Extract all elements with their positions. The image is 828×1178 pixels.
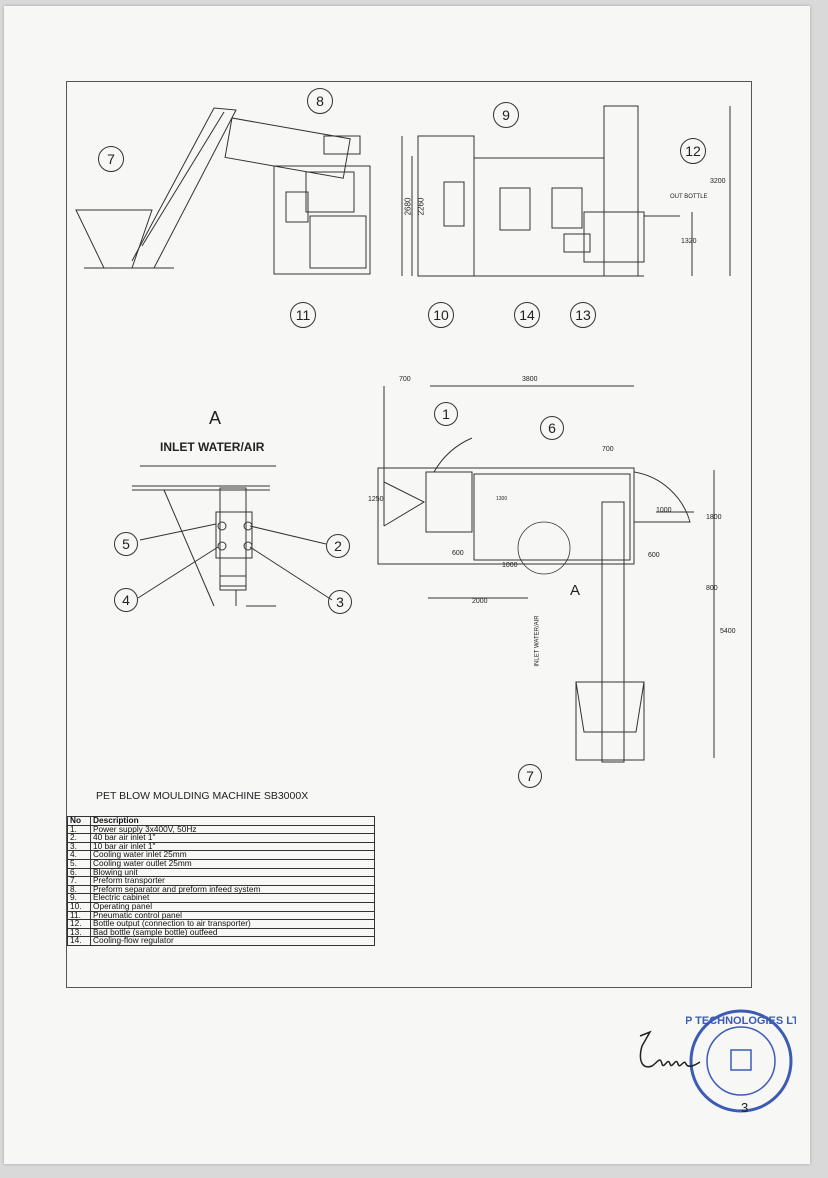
page-number: 3	[741, 1100, 749, 1115]
legend-desc: Preform separator and preform infeed sys…	[90, 884, 375, 895]
stamp-text: ZIP TECHNOLOGIES LTD	[686, 1015, 796, 1027]
dim-3800: 3800	[522, 376, 538, 383]
dim-600-left: 600	[452, 550, 464, 557]
legend-no: 14.	[67, 936, 91, 946]
dim-2680: 2680	[403, 197, 413, 216]
dim-1000-bottom: 1000	[502, 562, 518, 569]
drawing-frame	[66, 81, 752, 988]
callout-1: 1	[434, 402, 458, 426]
legend-row: 14.Cooling-flow regulator	[67, 936, 375, 946]
callout-9: 9	[493, 102, 519, 128]
callout-11: 11	[290, 302, 316, 328]
machine-title: PET BLOW MOULDING MACHINE SB3000X	[96, 790, 309, 802]
dim-3200: 3200	[710, 178, 726, 185]
dim-800: 800	[706, 585, 718, 592]
dim-1800: 1800	[706, 514, 722, 521]
section-letter-a: A	[570, 582, 581, 599]
legend-table: No Description 1.Power supply 3x400V, 50…	[67, 816, 375, 946]
callout-12: 12	[680, 138, 706, 164]
dim-1000-right: 1000	[656, 507, 672, 514]
legend-desc: Bottle output (connection to air transpo…	[90, 919, 375, 929]
dim-1250: 1250	[368, 496, 384, 503]
company-stamp-icon: ZIP TECHNOLOGIES LTD	[686, 1009, 796, 1113]
inlet-vertical-label: INLET WATER/AIR	[534, 615, 541, 667]
dim-700-right: 700	[602, 446, 614, 453]
dim-600-right: 600	[648, 552, 660, 559]
hopper-shape	[75, 209, 153, 269]
detail-title: INLET WATER/AIR	[160, 440, 265, 454]
callout-5: 5	[114, 532, 138, 556]
dim-2000: 2000	[472, 598, 488, 605]
callout-2: 2	[326, 534, 350, 558]
callout-13: 13	[570, 302, 596, 328]
callout-3: 3	[328, 590, 352, 614]
detail-letter: A	[209, 408, 222, 428]
callout-4: 4	[114, 588, 138, 612]
signature-icon	[639, 1030, 701, 1068]
technical-drawing	[75, 105, 731, 763]
callout-10: 10	[428, 302, 454, 328]
callout-8: 8	[307, 88, 333, 114]
dim-2260: 2260	[416, 197, 426, 216]
dim-700-top: 700	[399, 376, 411, 383]
callout-6: 6	[540, 416, 564, 440]
dim-1300: 1300	[496, 496, 508, 502]
out-bottle-label: OUT BOTTLE	[670, 194, 708, 200]
callout-14: 14	[514, 302, 540, 328]
dim-1320: 1320	[681, 238, 697, 245]
callout-7: 7	[98, 146, 124, 172]
legend-desc: Cooling-flow regulator	[90, 936, 375, 946]
callout-7-plan: 7	[518, 764, 542, 788]
dim-5400: 5400	[720, 628, 736, 635]
document-page: 7 8 11 9 10 14 13 12 5 2 4 3 1 6 7 2680 …	[4, 6, 810, 1164]
